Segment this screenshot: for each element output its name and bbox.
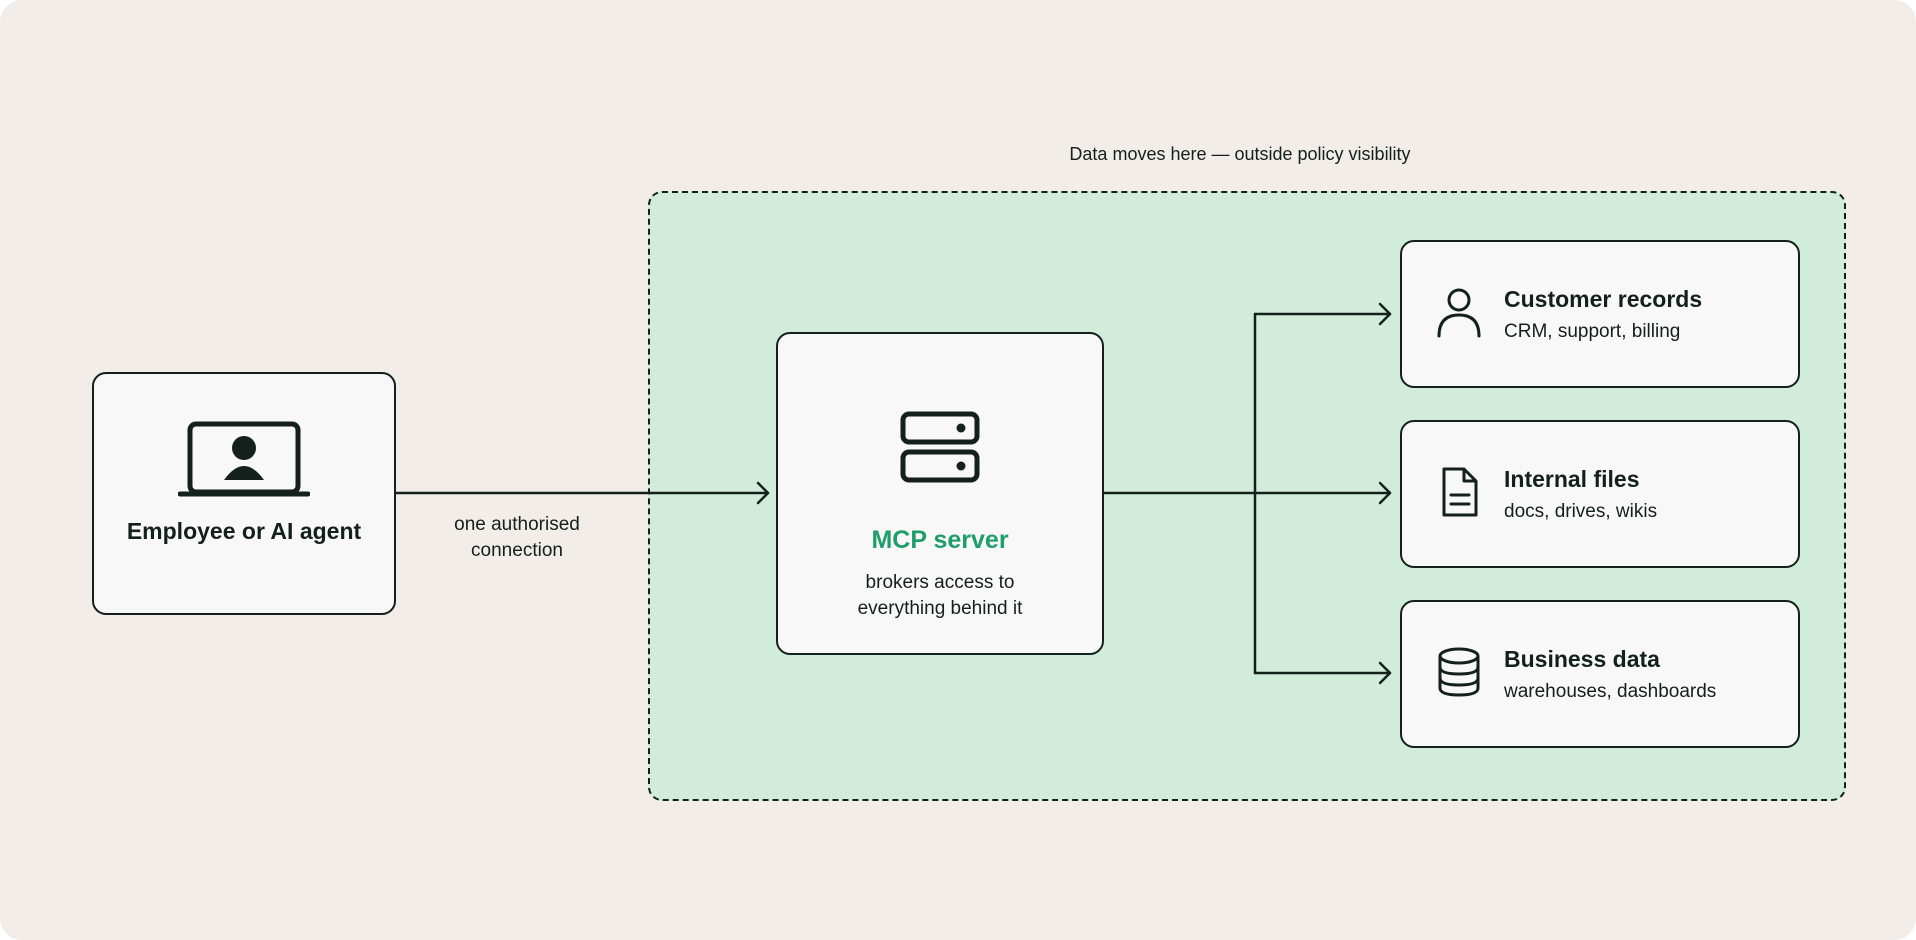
connection-label-line1: one authorised bbox=[454, 514, 580, 535]
files-arrowhead bbox=[1378, 481, 1392, 505]
resource-card-business-data: Business data warehouses, dashboards bbox=[1400, 600, 1800, 748]
database-icon bbox=[1436, 646, 1482, 703]
data-arrowhead bbox=[1378, 661, 1392, 685]
server-desc-line1: brokers access to bbox=[865, 572, 1015, 593]
laptop-user-icon bbox=[177, 420, 311, 505]
resource-subtitle: CRM, support, billing bbox=[1504, 321, 1681, 342]
resource-subtitle: docs, drives, wikis bbox=[1504, 501, 1658, 522]
resource-card-internal-files: Internal files docs, drives, wikis bbox=[1400, 420, 1800, 568]
zone-caption: Data moves here — outside policy visibil… bbox=[1069, 144, 1411, 164]
customers-arrowhead bbox=[1378, 302, 1392, 326]
connection-label: one authorised connection bbox=[412, 512, 622, 564]
server-description: brokers access to everything behind it bbox=[778, 570, 1102, 622]
resource-title: Business data bbox=[1504, 646, 1660, 672]
resource-title: Internal files bbox=[1504, 466, 1640, 492]
document-icon bbox=[1436, 466, 1482, 523]
resource-card-customer-records: Customer records CRM, support, billing bbox=[1400, 240, 1800, 388]
server-card: MCP server brokers access to everything … bbox=[776, 332, 1104, 655]
resource-subtitle: warehouses, dashboards bbox=[1504, 681, 1717, 702]
agent-label: Employee or AI agent bbox=[126, 518, 362, 544]
server-title: MCP server bbox=[871, 526, 1009, 554]
resource-title: Customer records bbox=[1504, 286, 1703, 312]
agent-to-server-arrowhead bbox=[756, 481, 770, 505]
server-desc-line2: everything behind it bbox=[857, 598, 1023, 619]
server-icon bbox=[899, 410, 981, 491]
connection-label-line2: connection bbox=[471, 540, 563, 561]
user-icon bbox=[1436, 286, 1482, 343]
agent-card: Employee or AI agent bbox=[92, 372, 396, 615]
